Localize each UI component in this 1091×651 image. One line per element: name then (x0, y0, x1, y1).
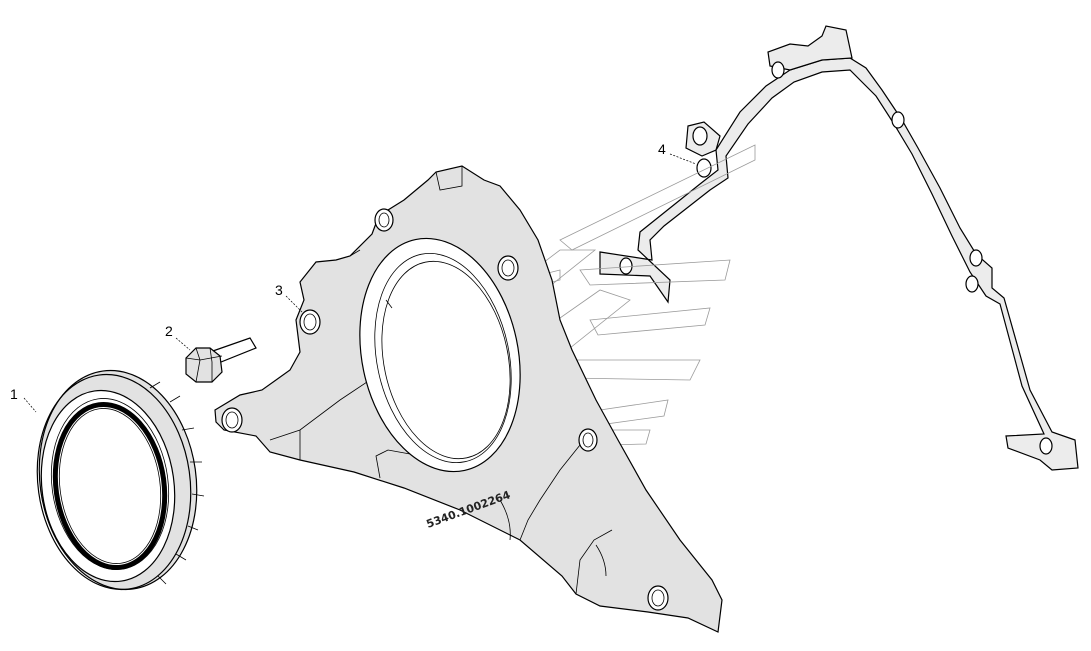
callout-4: 4 (658, 141, 666, 157)
rear-cover-icon (214, 165, 723, 633)
leader-line-2 (175, 337, 191, 351)
callout-2: 2 (165, 323, 173, 339)
leader-line-3 (285, 295, 303, 313)
leader-line-1 (23, 397, 37, 413)
callout-1: 1 (10, 386, 18, 402)
leader-line-4 (669, 153, 697, 165)
leader-lines (23, 153, 697, 413)
oil-seal-icon (36, 369, 205, 591)
callout-3: 3 (275, 282, 283, 298)
bolt-icon (185, 337, 257, 383)
gasket-icon (599, 25, 1079, 471)
